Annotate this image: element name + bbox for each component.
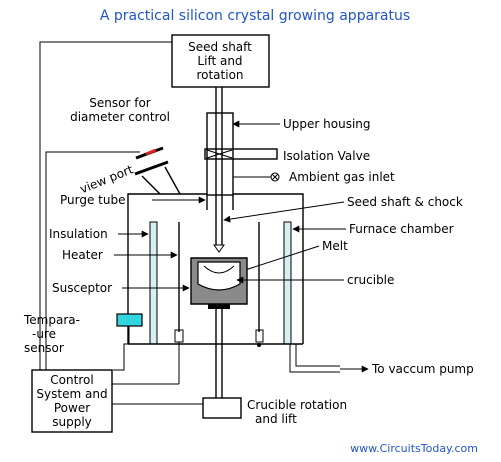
upper-housing-label: Upper housing [283, 117, 371, 131]
thermocouple-right [255, 329, 264, 343]
purge-tube-label: Purge tube [60, 193, 125, 207]
seed-shaft-chock-leader [223, 201, 345, 223]
seed-shaft-label: Seed shaft [188, 40, 252, 54]
insulation-label: Insulation [49, 227, 108, 241]
control-system-box [31, 369, 113, 433]
isolation-valve [204, 148, 278, 160]
upper-housing [206, 112, 234, 196]
sensor-label-2: diameter control [70, 110, 170, 124]
vacuum-outlet-left [289, 344, 340, 373]
crucible-label: crucible [347, 273, 394, 287]
chamber-right-wall [233, 193, 304, 344]
control-label-4: supply [52, 415, 92, 429]
melt-leader [235, 245, 320, 275]
seed-shaft-box [171, 34, 270, 88]
view-port-wall-left [141, 175, 161, 195]
isolation-valve-x [206, 149, 233, 159]
control-label: Control [50, 373, 93, 387]
credit-text: www.CircuitsToday.com [350, 442, 478, 455]
chamber-left-wall [127, 193, 207, 344]
susceptor-base [208, 304, 230, 309]
view-port-label: view port [78, 162, 135, 196]
temperature-sensor [116, 313, 143, 327]
crucible-rotation-box [202, 397, 242, 419]
control-wire-sensor [45, 151, 140, 370]
seed-shaft-label-3: rotation [196, 68, 243, 82]
insulation-right [283, 221, 292, 345]
melt-surface [203, 265, 235, 274]
vacuum-pump-label: To vaccum pump [371, 362, 474, 376]
vacuum-outlet-right [295, 344, 340, 367]
view-port-window [134, 160, 169, 176]
crucible-rotation-label: Crucible rotation [247, 398, 347, 412]
diameter-sensor-tip [145, 148, 157, 156]
seed-shaft-chock-label: Seed shaft & chock [347, 195, 463, 209]
crucible-rotation-label-2: and lift [255, 412, 297, 426]
diagram-title: A practical silicon crystal growing appa… [100, 8, 410, 24]
control-wire-top [39, 41, 172, 370]
temp-sensor-wire [113, 326, 130, 371]
seed-chock [213, 244, 225, 253]
control-label-3: Power [54, 401, 90, 415]
insulation-left [149, 221, 158, 345]
seed-shaft-label-2: Lift and [197, 54, 242, 68]
view-port-wall-right [164, 166, 181, 195]
temp-sensor-label: Tempara- [23, 313, 80, 327]
control-label-2: System and [36, 387, 107, 401]
sensor-label: Sensor for [89, 96, 151, 110]
furnace-chamber-label: Furnace chamber [349, 222, 454, 236]
susceptor-label: Susceptor [52, 281, 112, 295]
melt-label: Melt [322, 239, 348, 253]
temp-sensor-label-2: -ure [32, 327, 56, 341]
gas-inlet-valve-x [271, 173, 279, 181]
isolation-valve-label: Isolation Valve [283, 149, 370, 163]
ambient-gas-label: Ambient gas inlet [289, 170, 395, 184]
temp-sensor-label-3: sensor [24, 341, 64, 355]
heater-label: Heater [62, 248, 103, 262]
